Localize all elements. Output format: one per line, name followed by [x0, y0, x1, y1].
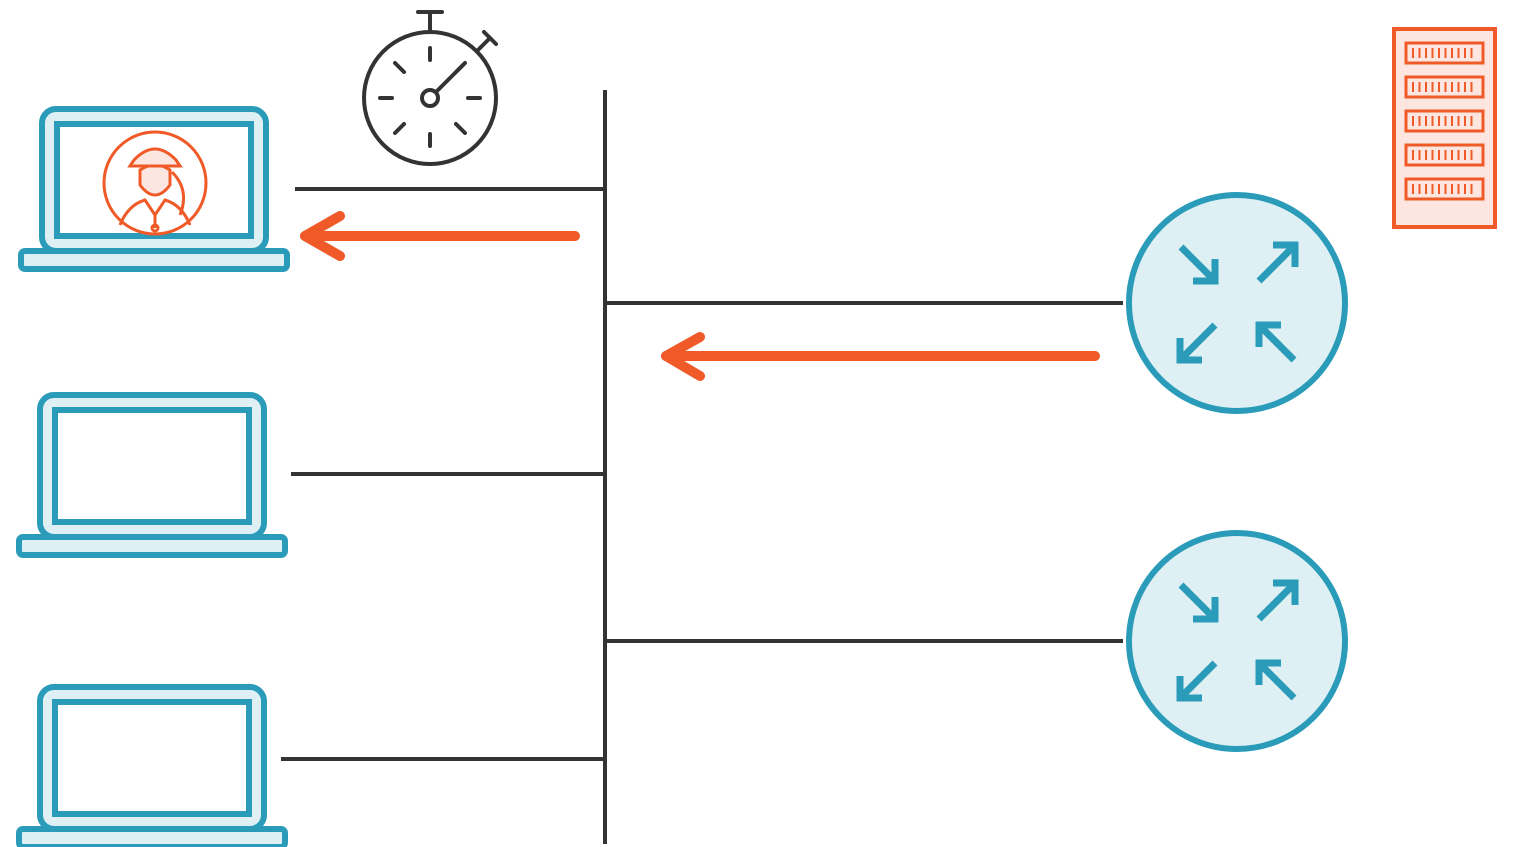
server-rack-icon [1392, 27, 1497, 229]
server-slot [1404, 143, 1485, 167]
arrow-from-router [661, 332, 1100, 381]
server-slot [1404, 177, 1485, 201]
stopwatch-icon [362, 10, 498, 166]
server-slot [1404, 109, 1485, 133]
server-slot [1404, 75, 1485, 99]
network-lines [281, 90, 1123, 844]
user-avatar-icon [102, 130, 208, 236]
laptop-icon [16, 392, 288, 558]
router-icon [1126, 192, 1348, 414]
laptop-icon [16, 684, 288, 847]
arrow-to-laptop-1 [300, 211, 580, 261]
server-slot [1404, 41, 1485, 65]
router-icon [1126, 530, 1348, 752]
